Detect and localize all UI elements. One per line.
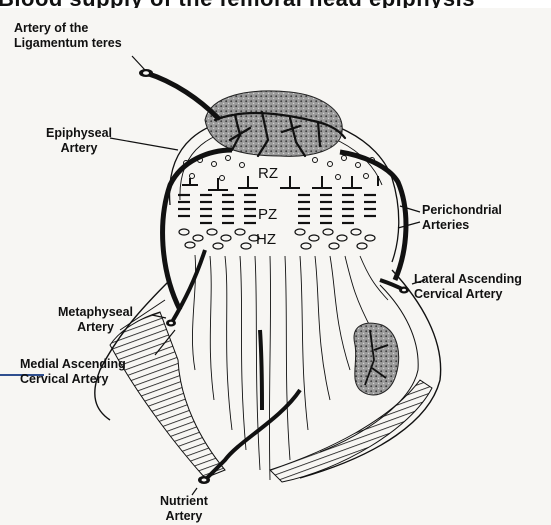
label-artery-ligamentum-teres: Artery of the Ligamentum teres bbox=[14, 21, 122, 51]
ligamentum-teres-artery bbox=[146, 73, 218, 118]
hypertrophic-zone-cells bbox=[179, 229, 375, 249]
metaphyseal-artery-vessel bbox=[172, 250, 205, 322]
label-perichondrial-arteries: Perichondrial Arteries bbox=[422, 203, 502, 233]
epiphyseal-artery-vessel bbox=[163, 150, 232, 310]
label-epiphyseal-artery: Epiphyseal Artery bbox=[46, 126, 112, 156]
label-nutrient-artery: Nutrient Artery bbox=[160, 494, 208, 524]
label-metaphyseal-artery: Metaphyseal Artery bbox=[58, 305, 133, 335]
label-lateral-ascending-cervical-artery: Lateral Ascending Cervical Artery bbox=[414, 272, 522, 302]
label-medial-ascending-cervical-artery: Medial Ascending Cervical Artery bbox=[20, 357, 126, 387]
reserve-zone-cells bbox=[184, 156, 375, 181]
hypertrophic-zone-label: HZ bbox=[256, 231, 276, 248]
reserve-zone-label: RZ bbox=[258, 165, 278, 182]
cortex-left bbox=[110, 312, 225, 478]
epiphyseal-vessel-forks bbox=[182, 176, 378, 190]
proliferative-zone-label: PZ bbox=[258, 206, 277, 223]
neck-ossification bbox=[354, 323, 399, 395]
